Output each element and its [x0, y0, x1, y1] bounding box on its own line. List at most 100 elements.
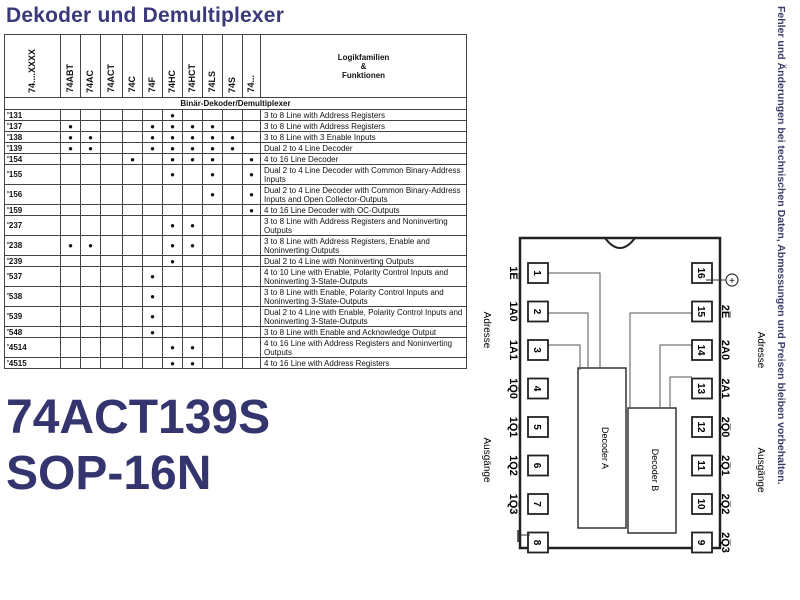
family-column-header: 74C: [122, 34, 143, 98]
availability-cell: [100, 235, 123, 256]
availability-cell: [60, 255, 81, 267]
part-suffix-cell: '139: [4, 142, 61, 154]
availability-dot-icon: ●: [249, 170, 254, 179]
table-row: '156●●Dual 2 to 4 Line Decoder with Comm…: [4, 184, 467, 205]
availability-dot-icon: ●: [190, 121, 195, 131]
availability-dot-icon: ●: [210, 154, 215, 164]
availability-dot-icon: ●: [210, 190, 215, 199]
pin-box: [691, 531, 713, 554]
availability-cell: ●: [60, 235, 81, 256]
availability-dot-icon: ●: [170, 358, 175, 368]
availability-dot-icon: ●: [150, 312, 155, 321]
availability-cell: [202, 109, 223, 121]
function-column-header: Logikfamilien&Funktionen: [260, 34, 467, 98]
availability-cell: [60, 306, 81, 327]
pin-box: [691, 454, 713, 477]
availability-cell: [60, 286, 81, 307]
part-suffix-cell: '156: [4, 184, 61, 205]
package-name: SOP-16N: [6, 447, 212, 500]
availability-cell: [222, 153, 243, 165]
availability-cell: [80, 255, 101, 267]
availability-cell: [242, 266, 261, 287]
family-column-label: 74HCT: [187, 64, 197, 93]
availability-cell: [100, 306, 123, 327]
availability-cell: [60, 153, 81, 165]
availability-cell: [202, 215, 223, 236]
table-row: '239●Dual 2 to 4 Line with Noninverting …: [4, 255, 467, 267]
availability-dot-icon: ●: [249, 154, 254, 164]
pin-label: 1Q̅1: [507, 417, 519, 438]
availability-cell: [142, 215, 163, 236]
function-description-cell: Dual 2 to 4 Line Decoder: [260, 142, 467, 154]
availability-cell: [80, 184, 101, 205]
family-column-header: 74ACT: [100, 34, 123, 98]
availability-dot-icon: ●: [170, 110, 175, 120]
availability-cell: ●: [142, 131, 163, 143]
ic-body: [518, 236, 722, 550]
pinout-diagram: Decoder A Decoder B 11E̅21A031A141Q̅051Q…: [481, 236, 766, 554]
availability-cell: [222, 286, 243, 307]
availability-cell: [60, 184, 81, 205]
corner-header: 74....XXXX: [4, 34, 61, 98]
pin-number: 12: [695, 421, 706, 433]
decoder-a-box: [577, 367, 627, 529]
availability-dot-icon: ●: [190, 154, 195, 164]
part-suffix-cell: '131: [4, 109, 61, 121]
family-column-header: 74ABT: [60, 34, 81, 98]
availability-cell: [142, 109, 163, 121]
availability-dot-icon: ●: [170, 154, 175, 164]
family-column-header: 74F: [142, 34, 163, 98]
pin-label: 2Q̅2: [719, 494, 731, 515]
availability-cell: [122, 306, 143, 327]
section-heading: Binär-Dekoder/Demultiplexer: [4, 97, 467, 110]
part-number: 74ACT139S: [6, 391, 271, 444]
availability-cell: [242, 255, 261, 267]
availability-dot-icon: ●: [210, 143, 215, 153]
part-suffix-cell: '537: [4, 266, 61, 287]
availability-dot-icon: ●: [210, 170, 215, 179]
availability-cell: [60, 204, 81, 216]
availability-cell: ●: [162, 131, 183, 143]
availability-cell: ●: [162, 164, 183, 185]
availability-cell: [242, 142, 261, 154]
availability-cell: [80, 266, 101, 287]
availability-cell: [162, 326, 183, 338]
availability-cell: [242, 286, 261, 307]
availability-cell: [162, 266, 183, 287]
corner-label: 74....XXXX: [27, 48, 37, 93]
function-description-cell: 3 to 8 Line with Enable and Acknowledge …: [260, 326, 467, 338]
availability-cell: ●: [60, 142, 81, 154]
part-suffix-cell: '238: [4, 235, 61, 256]
availability-cell: [182, 326, 203, 338]
table-row: '137●●●●●3 to 8 Line with Address Regist…: [4, 120, 467, 132]
availability-cell: ●: [162, 142, 183, 154]
table-row: '538●3 to 8 Line with Enable, Polarity C…: [4, 286, 467, 307]
function-description-cell: 3 to 8 Line with 3 Enable Inputs: [260, 131, 467, 143]
availability-cell: [162, 286, 183, 307]
pin-number: 10: [695, 498, 706, 510]
function-description-cell: 3 to 8 Line with Address Registers, Enab…: [260, 235, 467, 256]
availability-cell: [100, 109, 123, 121]
availability-cell: ●: [182, 337, 203, 358]
availability-dot-icon: ●: [170, 241, 175, 250]
availability-cell: ●: [60, 120, 81, 132]
pin-label: 1Q̅2: [507, 455, 519, 476]
table-row: '155●●●Dual 2 to 4 Line Decoder with Com…: [4, 164, 467, 185]
pin-label: 2A1: [719, 378, 731, 398]
family-column-label: 74F: [147, 77, 157, 93]
availability-cell: ●: [202, 131, 223, 143]
availability-cell: [100, 266, 123, 287]
availability-cell: [142, 235, 163, 256]
availability-cell: [222, 326, 243, 338]
availability-cell: [122, 326, 143, 338]
availability-dot-icon: ●: [190, 241, 195, 250]
part-suffix-cell: '4515: [4, 357, 61, 369]
availability-cell: [100, 184, 123, 205]
availability-cell: ●: [162, 357, 183, 369]
table-row: '548●3 to 8 Line with Enable and Acknowl…: [4, 326, 467, 338]
availability-cell: ●: [142, 266, 163, 287]
function-description-cell: Dual 2 to 4 Line with Enable, Polarity C…: [260, 306, 467, 327]
pin-box: [527, 300, 549, 323]
availability-cell: [222, 204, 243, 216]
part-suffix-cell: '548: [4, 326, 61, 338]
